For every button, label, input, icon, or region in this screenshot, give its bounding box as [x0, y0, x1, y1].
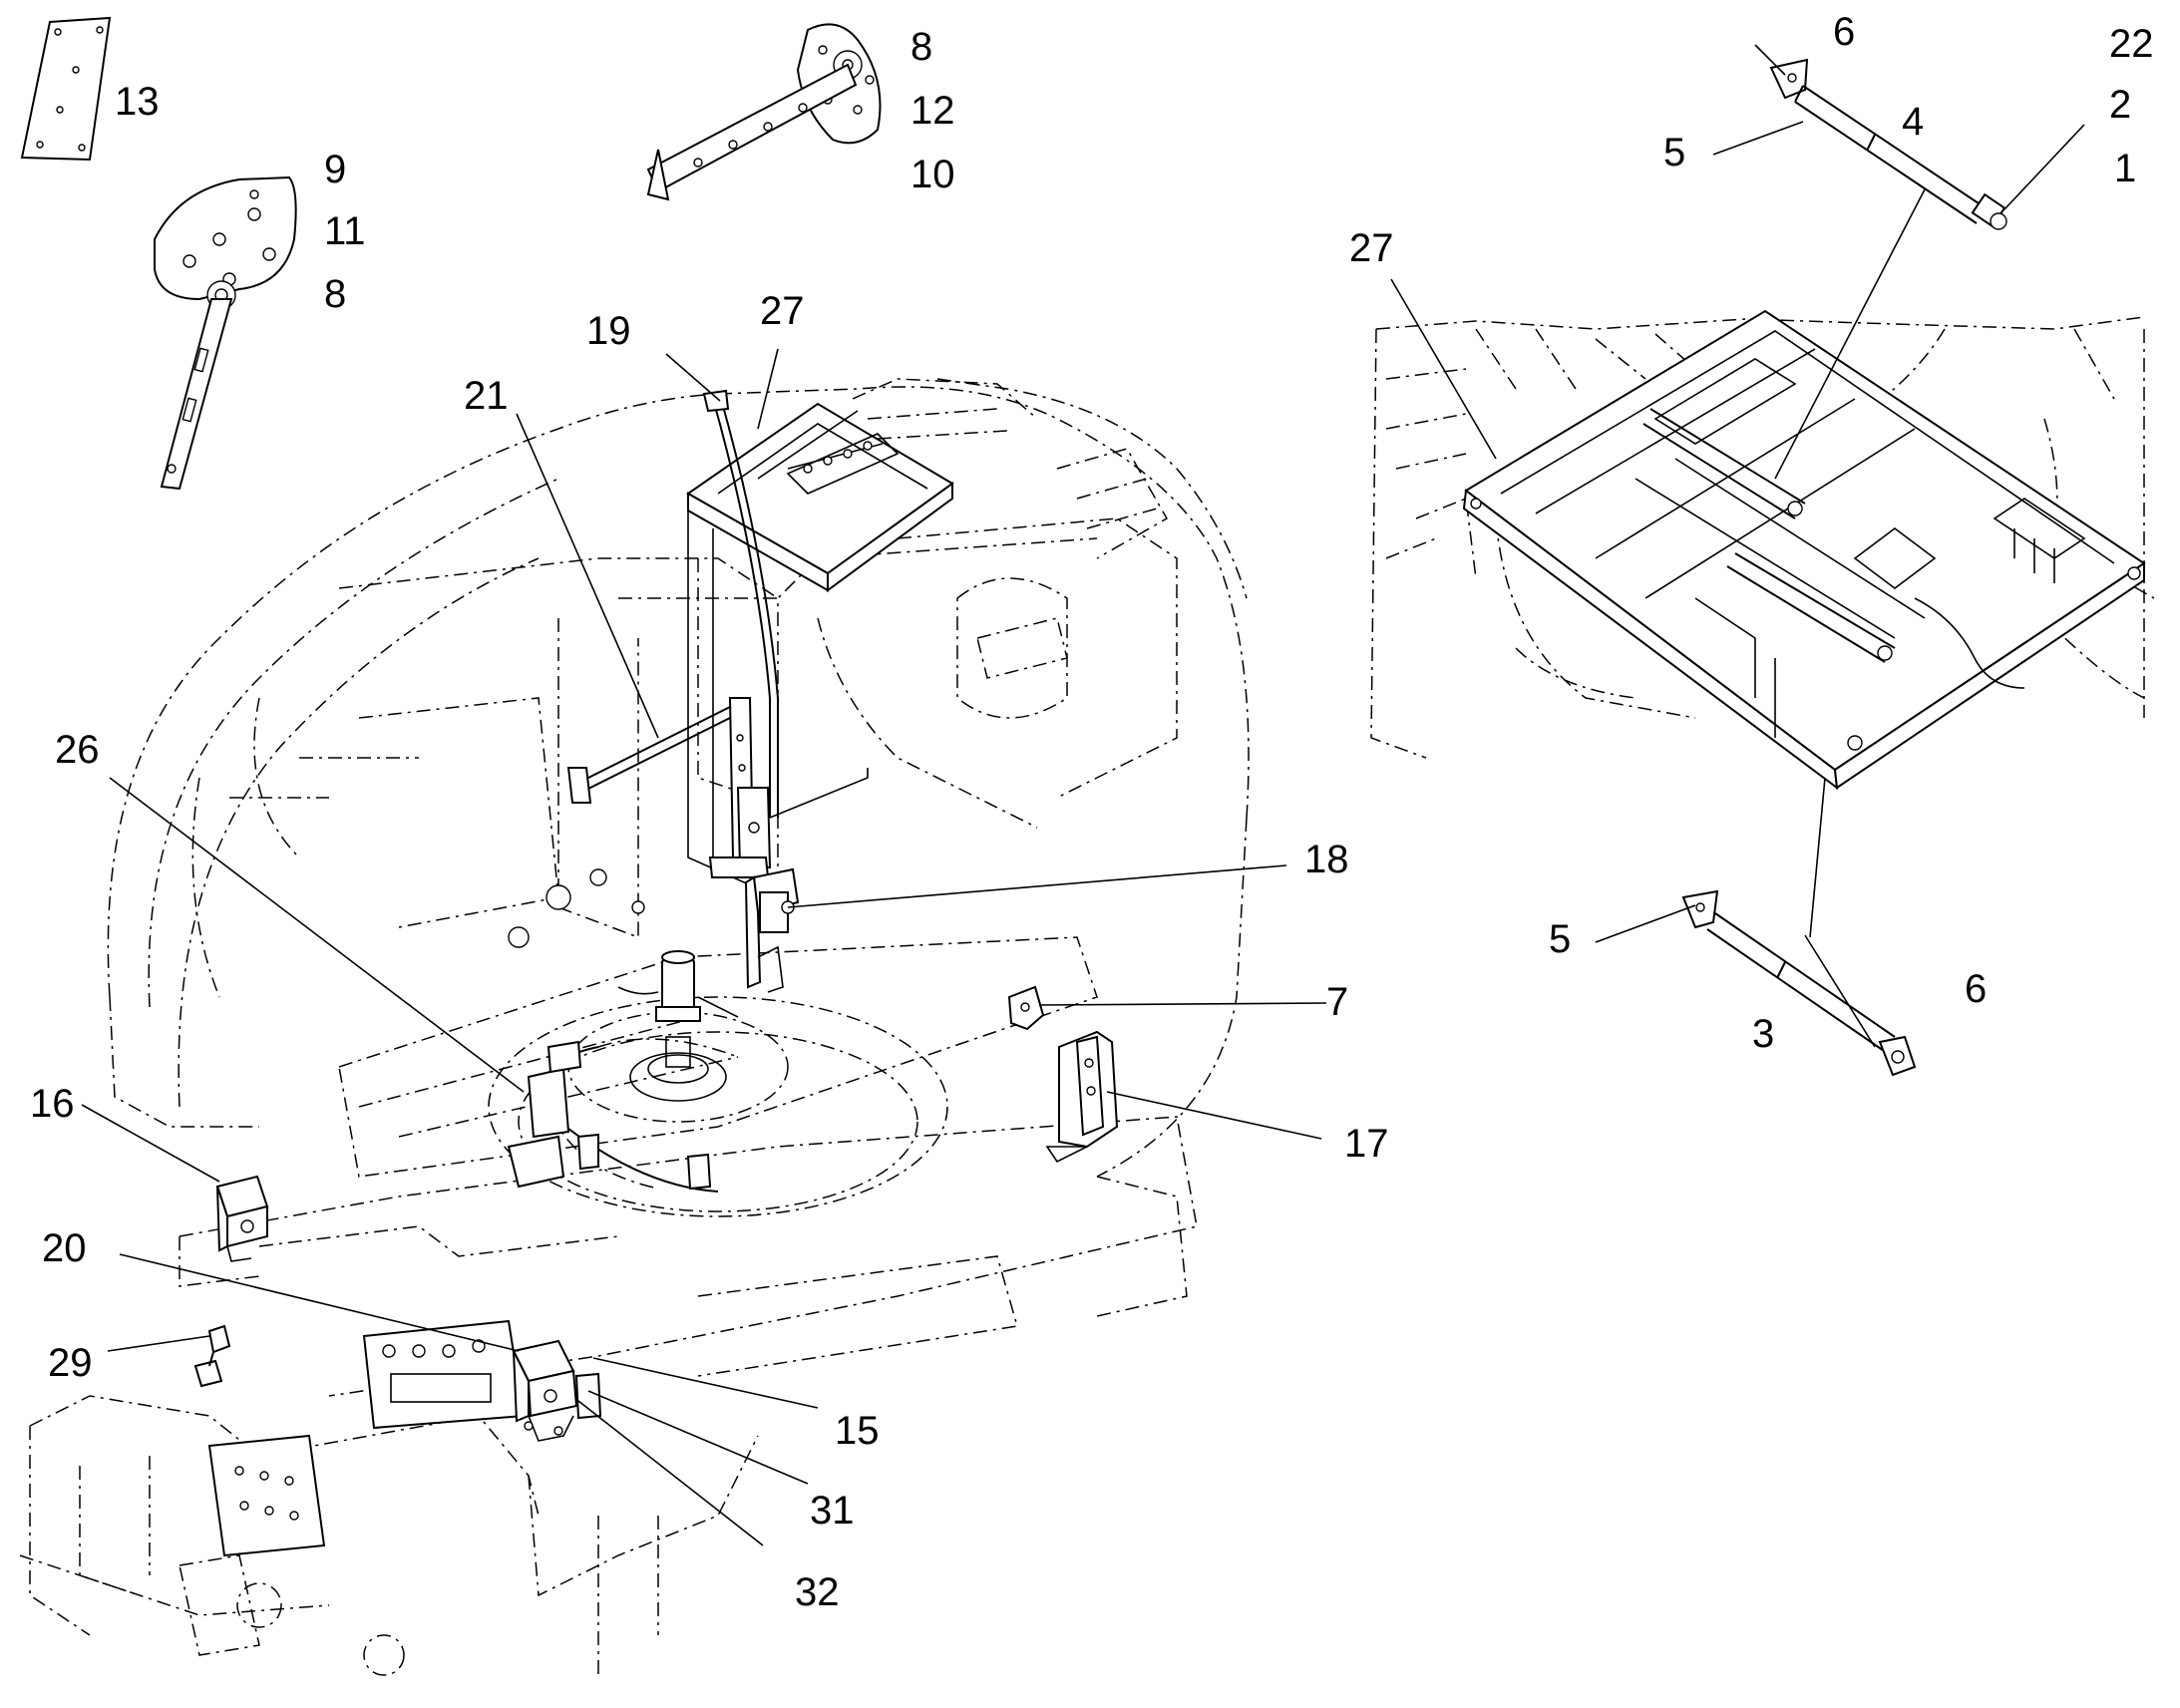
callout-22: 22 — [2109, 22, 2154, 66]
part-17-bracket — [1045, 1030, 1119, 1164]
callout-17: 17 — [1344, 1122, 1389, 1166]
callout-26: 26 — [55, 728, 100, 772]
part-26-guard — [507, 1038, 739, 1193]
part-7-clip — [1007, 985, 1045, 1031]
callout-4: 4 — [1902, 100, 1924, 144]
callout-21: 21 — [464, 374, 509, 418]
callout-31: 31 — [810, 1489, 855, 1533]
part-18-bracket — [744, 867, 800, 993]
callout-13: 13 — [115, 80, 160, 124]
main-machine-assembly — [19, 378, 1250, 1676]
callout-9: 9 — [324, 148, 346, 191]
callout-8-top: 8 — [910, 25, 932, 69]
callout-19: 19 — [586, 309, 631, 353]
callout-5-bottom: 5 — [1549, 917, 1571, 961]
callout-29: 29 — [48, 1341, 93, 1385]
callout-8-left: 8 — [324, 272, 346, 316]
part-8-12-10-hinge-bracket — [646, 23, 882, 201]
part-3-gas-strut — [1681, 889, 1917, 1077]
part-19-cable — [702, 389, 869, 819]
callout-27-inset: 27 — [1349, 226, 1394, 270]
part-16-bracket — [215, 1175, 269, 1262]
part-27-control-box — [686, 402, 954, 898]
inset-control-box-view — [1370, 309, 2155, 791]
leader-lines — [81, 44, 2085, 1546]
part-9-11-8-hinge-bracket — [154, 175, 297, 491]
callout-6-bottom: 6 — [1965, 967, 1987, 1011]
callout-18: 18 — [1304, 838, 1349, 881]
callout-16: 16 — [30, 1082, 75, 1126]
callout-32: 32 — [795, 1570, 840, 1614]
callout-labels: 13 9 11 8 8 12 10 6 22 2 4 5 1 27 19 27 … — [30, 10, 2154, 1614]
callout-12: 12 — [910, 89, 955, 133]
callout-10: 10 — [910, 153, 955, 196]
callout-7: 7 — [1326, 980, 1348, 1024]
callout-11: 11 — [324, 209, 366, 253]
part-29-clip — [193, 1324, 231, 1388]
part-21-rod-bracket — [566, 697, 772, 878]
part-13-plate — [20, 16, 112, 162]
callout-1: 1 — [2114, 147, 2136, 190]
callout-6-top: 6 — [1833, 10, 1855, 54]
callout-15: 15 — [835, 1409, 880, 1453]
callout-27-main: 27 — [760, 289, 805, 333]
part-4-gas-strut — [1769, 58, 2007, 230]
part-15-31-32-bracket — [512, 1339, 602, 1442]
callout-2: 2 — [2109, 83, 2131, 127]
callout-5-top: 5 — [1663, 131, 1685, 174]
callout-3: 3 — [1752, 1012, 1774, 1056]
callout-20: 20 — [42, 1226, 87, 1270]
